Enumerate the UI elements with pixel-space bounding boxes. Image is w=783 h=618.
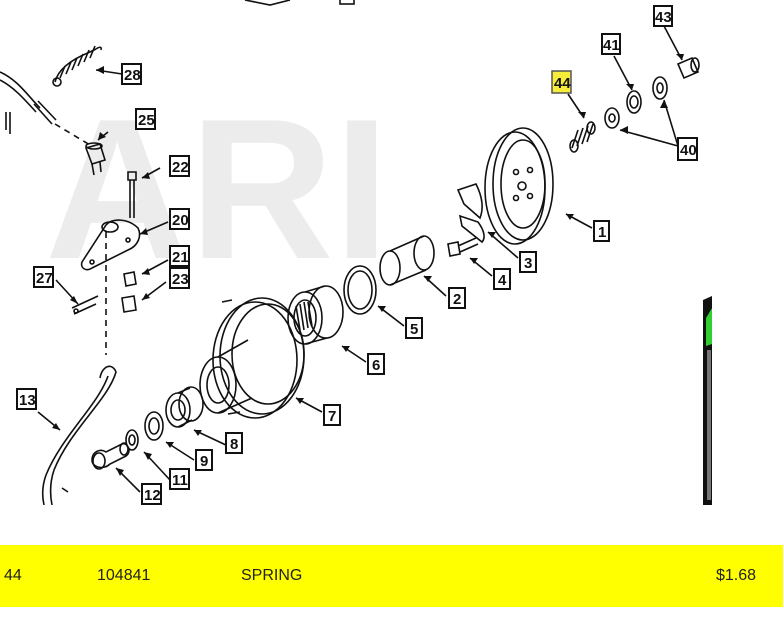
callout-label: 2 bbox=[453, 291, 461, 308]
callout-5[interactable]: 5 bbox=[405, 317, 423, 339]
callout-9[interactable]: 9 bbox=[195, 449, 213, 471]
part-number: 104841 bbox=[97, 567, 151, 584]
part-description: SPRING bbox=[241, 567, 303, 584]
callout-label: 7 bbox=[328, 408, 336, 425]
callout-12[interactable]: 12 bbox=[141, 483, 162, 505]
callout-11[interactable]: 11 bbox=[169, 468, 190, 490]
callout-13[interactable]: 13 bbox=[16, 388, 37, 410]
callout-label: 40 bbox=[680, 142, 697, 159]
callout-21[interactable]: 21 bbox=[169, 245, 190, 267]
callout-27[interactable]: 27 bbox=[33, 266, 54, 288]
part-price: $1.68 bbox=[715, 567, 756, 584]
callout-label: 25 bbox=[138, 112, 155, 129]
callout-label: 20 bbox=[172, 212, 189, 229]
callout-label: 28 bbox=[124, 67, 141, 84]
callout-label: 9 bbox=[200, 453, 208, 470]
watermark-text: ARI bbox=[45, 78, 389, 301]
callout-label: 1 bbox=[598, 224, 606, 241]
callout-label: 3 bbox=[524, 255, 532, 272]
callout-label: 21 bbox=[172, 249, 189, 266]
callout-label: 44 bbox=[554, 75, 571, 92]
callout-43[interactable]: 43 bbox=[653, 5, 673, 27]
callout-8[interactable]: 8 bbox=[225, 432, 243, 454]
callout-2[interactable]: 2 bbox=[448, 287, 466, 309]
callout-22[interactable]: 22 bbox=[169, 155, 190, 177]
parts-diagram: ARI bbox=[0, 0, 712, 505]
callout-40[interactable]: 40 bbox=[677, 137, 698, 161]
callout-28[interactable]: 28 bbox=[121, 63, 142, 85]
callout-44-highlighted[interactable]: 44 bbox=[551, 70, 572, 94]
callout-6[interactable]: 6 bbox=[367, 353, 385, 375]
side-panel-edge bbox=[703, 296, 712, 505]
callout-label: 4 bbox=[498, 272, 507, 289]
callout-label: 6 bbox=[372, 357, 380, 374]
callout-label: 27 bbox=[36, 270, 53, 287]
callout-label: 23 bbox=[172, 271, 189, 288]
callout-label: 5 bbox=[410, 321, 418, 338]
callout-label: 11 bbox=[172, 472, 188, 489]
callout-label: 22 bbox=[172, 159, 189, 176]
exploded-view-drawing: ARI bbox=[0, 0, 712, 505]
callout-label: 8 bbox=[230, 436, 238, 453]
callout-1[interactable]: 1 bbox=[593, 220, 610, 242]
callout-4[interactable]: 4 bbox=[493, 268, 511, 290]
callout-label: 43 bbox=[655, 9, 672, 26]
callout-label: 41 bbox=[603, 37, 620, 54]
parts-list-row-selected[interactable]: 44 104841 SPRING $1.68 bbox=[0, 545, 783, 607]
callout-25[interactable]: 25 bbox=[135, 108, 156, 130]
callout-7[interactable]: 7 bbox=[323, 404, 341, 426]
callout-41[interactable]: 41 bbox=[601, 33, 621, 55]
callout-3[interactable]: 3 bbox=[519, 251, 537, 273]
callout-label: 13 bbox=[19, 392, 36, 409]
callout-label: 12 bbox=[144, 487, 161, 504]
item-number: 44 bbox=[4, 567, 22, 584]
callout-20[interactable]: 20 bbox=[169, 208, 190, 230]
callout-23[interactable]: 23 bbox=[169, 267, 190, 289]
